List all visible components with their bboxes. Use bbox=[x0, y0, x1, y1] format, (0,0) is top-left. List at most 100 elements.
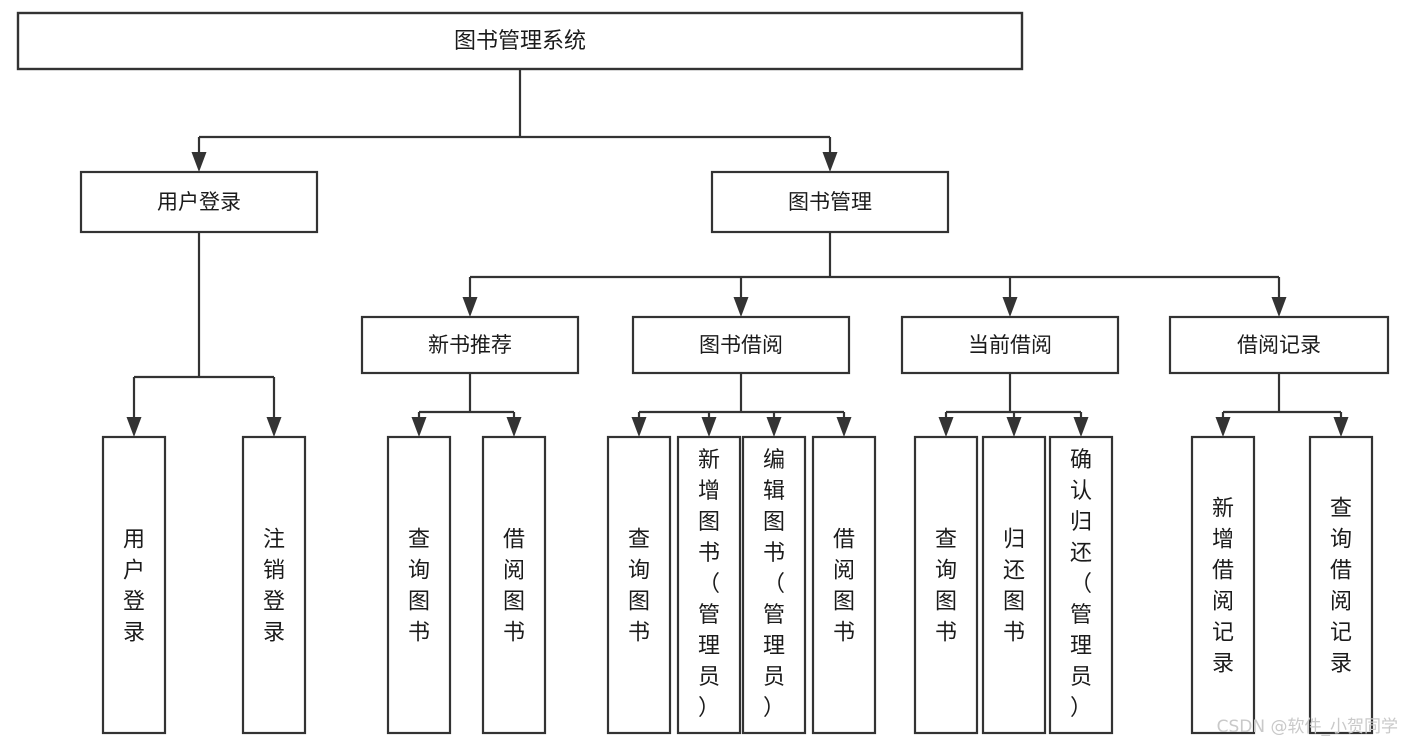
leaf-confirm-return-char: 员 bbox=[1070, 665, 1092, 690]
leaf-logout-char: 注 bbox=[263, 528, 285, 553]
leaf-query-record-box[interactable] bbox=[1308, 435, 1374, 735]
leaf-return-book-char: 图 bbox=[1003, 590, 1025, 615]
leaf-borrow-book-rec-char: 借 bbox=[503, 528, 525, 553]
leaf-query-book-current-char: 查 bbox=[935, 528, 957, 553]
root-node-label: 图书管理系统 bbox=[454, 29, 586, 54]
leaf-edit-book-char: 员 bbox=[763, 665, 785, 690]
leaf-confirm-return-box[interactable] bbox=[1048, 435, 1114, 735]
leaf-add-record-box[interactable] bbox=[1190, 435, 1256, 735]
node-borrow-record-box[interactable] bbox=[1168, 315, 1390, 375]
leaf-add-book-box[interactable] bbox=[676, 435, 742, 735]
leaf-query-book-rec-char: 书 bbox=[408, 621, 430, 646]
node-user-login-box[interactable] bbox=[79, 170, 319, 234]
leaf-query-book-current-char: 书 bbox=[935, 621, 957, 646]
leaf-borrow-book-box[interactable] bbox=[811, 435, 877, 735]
node-book-borrow-box[interactable] bbox=[631, 315, 851, 375]
leaf-add-record-char: 阅 bbox=[1212, 590, 1234, 615]
leaf-edit-book-char: 编 bbox=[763, 448, 785, 473]
leaf-query-book-current-box[interactable] bbox=[913, 435, 979, 735]
leaf-user-login-char: 录 bbox=[123, 621, 145, 646]
to-leaf-edit-book-head bbox=[766, 417, 782, 437]
to-leaf-logout-head bbox=[266, 417, 282, 437]
leaf-user-login-char: 用 bbox=[123, 528, 145, 553]
to-leaf-query-record-head bbox=[1333, 417, 1349, 437]
leaf-query-record-char: 阅 bbox=[1330, 590, 1352, 615]
to-leaf-confirm-return-head bbox=[1073, 417, 1089, 437]
to-current-borrow-head bbox=[1002, 297, 1018, 317]
leaf-query-record-char: 借 bbox=[1330, 559, 1352, 584]
leaf-edit-book-char: ） bbox=[763, 696, 785, 721]
leaf-edit-book-char: （ bbox=[763, 572, 785, 597]
node-user-login-label: 用户登录 bbox=[157, 190, 241, 214]
node-current-borrow-box[interactable] bbox=[900, 315, 1120, 375]
leaf-query-book-borrow-char: 书 bbox=[628, 621, 650, 646]
node-book-manage-box[interactable] bbox=[710, 170, 950, 234]
leaf-add-book-char: 管 bbox=[698, 603, 720, 628]
leaf-logout-box[interactable] bbox=[241, 435, 307, 735]
leaf-confirm-return-char: 认 bbox=[1070, 479, 1092, 504]
leaf-borrow-book-rec-char: 书 bbox=[503, 621, 525, 646]
node-current-borrow-label: 当前借阅 bbox=[968, 333, 1052, 357]
leaf-return-book-char: 书 bbox=[1003, 621, 1025, 646]
leaf-add-record-char: 增 bbox=[1212, 528, 1234, 553]
leaf-add-record-char: 新 bbox=[1212, 497, 1234, 522]
leaf-confirm-return-char: 确 bbox=[1070, 448, 1092, 473]
leaf-add-record-char: 录 bbox=[1212, 652, 1234, 677]
leaf-user-login-box[interactable] bbox=[101, 435, 167, 735]
leaf-confirm-return-char: 归 bbox=[1070, 510, 1092, 535]
leaf-query-book-borrow-box[interactable] bbox=[606, 435, 672, 735]
leaf-add-record-char: 记 bbox=[1212, 621, 1234, 646]
leaf-edit-book-box[interactable] bbox=[741, 435, 807, 735]
leaf-query-book-borrow-char: 查 bbox=[628, 528, 650, 553]
leaf-query-book-current-char: 询 bbox=[935, 559, 957, 584]
leaf-confirm-return-char: ） bbox=[1070, 696, 1092, 721]
to-book-manage-head bbox=[822, 152, 838, 172]
leaf-borrow-book-rec-box[interactable] bbox=[481, 435, 547, 735]
leaf-logout-char: 销 bbox=[263, 559, 285, 584]
to-leaf-borrow-book-head bbox=[836, 417, 852, 437]
to-leaf-query-book-rec-head bbox=[411, 417, 427, 437]
node-book-borrow-label: 图书借阅 bbox=[699, 333, 783, 357]
leaf-confirm-return-char: 理 bbox=[1070, 634, 1092, 659]
leaf-edit-book-char: 管 bbox=[763, 603, 785, 628]
leaf-add-book-char: 新 bbox=[698, 448, 720, 473]
leaf-edit-book-char: 理 bbox=[763, 634, 785, 659]
leaf-confirm-return-char: 还 bbox=[1070, 541, 1092, 566]
to-user-login-head bbox=[191, 152, 207, 172]
leaf-user-login-char: 户 bbox=[123, 559, 145, 584]
leaf-confirm-return-char: （ bbox=[1070, 572, 1092, 597]
node-new-book-recommend-box[interactable] bbox=[360, 315, 580, 375]
leaf-query-book-rec-char: 查 bbox=[408, 528, 430, 553]
leaf-query-record-char: 记 bbox=[1330, 621, 1352, 646]
nodes-layer: 图书管理系统用户登录图书管理新书推荐图书借阅当前借阅借阅记录用户登录注销登录查询… bbox=[16, 11, 1390, 735]
leaf-borrow-book-rec-char: 阅 bbox=[503, 559, 525, 584]
leaf-return-book-char: 归 bbox=[1003, 528, 1025, 553]
to-leaf-borrow-book-rec-head bbox=[506, 417, 522, 437]
leaf-query-book-rec-box[interactable] bbox=[386, 435, 452, 735]
leaf-add-book-char: 理 bbox=[698, 634, 720, 659]
leaf-query-book-rec-char: 图 bbox=[408, 590, 430, 615]
to-book-borrow-head bbox=[733, 297, 749, 317]
leaf-return-book-box[interactable] bbox=[981, 435, 1047, 735]
to-leaf-query-book-current-head bbox=[938, 417, 954, 437]
leaf-edit-book-char: 图 bbox=[763, 510, 785, 535]
leaf-borrow-book-char: 书 bbox=[833, 621, 855, 646]
node-borrow-record-label: 借阅记录 bbox=[1237, 333, 1321, 357]
leaf-query-record-char: 录 bbox=[1330, 652, 1352, 677]
to-leaf-query-book-borrow-head bbox=[631, 417, 647, 437]
root-node-box[interactable] bbox=[16, 11, 1024, 71]
leaf-add-record-char: 借 bbox=[1212, 559, 1234, 584]
to-new-book-recommend-head bbox=[462, 297, 478, 317]
leaf-query-book-rec-char: 询 bbox=[408, 559, 430, 584]
